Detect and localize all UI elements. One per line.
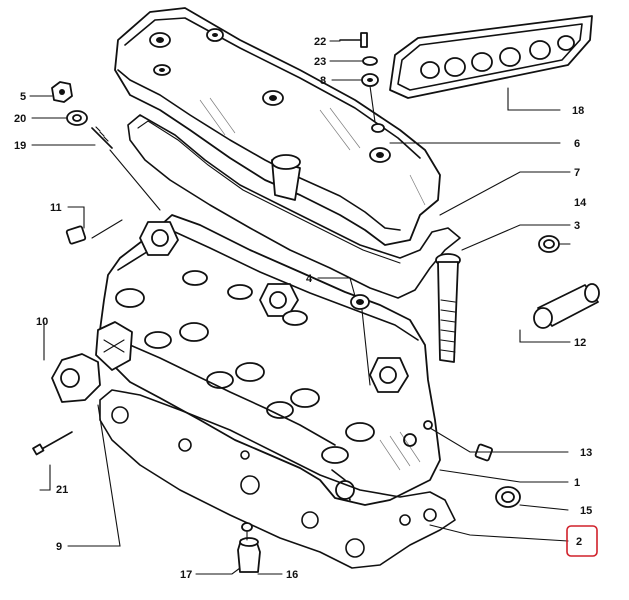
callout-22: 22 <box>314 36 326 48</box>
plug-12 <box>533 283 600 329</box>
callout-13: 13 <box>580 447 592 459</box>
cap-15 <box>495 486 521 508</box>
housing-10 <box>51 353 101 403</box>
callout-23: 23 <box>314 56 326 68</box>
callout-12: 12 <box>574 337 586 349</box>
sleeve-11 <box>65 225 87 245</box>
callout-6: 6 <box>574 138 580 150</box>
callout-7: 7 <box>574 167 580 179</box>
stud-19 <box>91 126 113 149</box>
callout-5: 5 <box>20 91 26 103</box>
seal-4 <box>350 294 370 310</box>
nut-5 <box>51 81 73 103</box>
bolt-21 <box>32 431 73 456</box>
callout-20: 20 <box>14 113 26 125</box>
cylinder-head <box>95 214 441 506</box>
leader-lines <box>29 40 571 575</box>
callout-9: 9 <box>56 541 62 553</box>
callout-1: 1 <box>574 477 580 489</box>
callout-15: 15 <box>580 505 592 517</box>
valve-cover-gasket <box>127 114 461 299</box>
washer-23 <box>362 56 378 66</box>
callout-21: 21 <box>56 484 68 496</box>
callout-labels: 22 23 8 5 20 19 11 10 21 9 17 16 4 18 6 … <box>14 36 592 581</box>
callout-11: 11 <box>50 202 62 214</box>
callout-3: 3 <box>574 220 580 232</box>
callout-17: 17 <box>180 569 192 581</box>
callout-10: 10 <box>36 316 48 328</box>
head-bolt-3 <box>435 253 461 363</box>
fitting-16 <box>237 537 261 573</box>
callout-4: 4 <box>306 273 313 285</box>
plug-17 <box>241 522 253 532</box>
gasket-plate <box>389 15 593 99</box>
highlight-box-2 <box>566 525 598 557</box>
callout-16: 16 <box>286 569 298 581</box>
bolt-22 <box>339 32 368 48</box>
head-gasket <box>99 389 456 569</box>
callout-14: 14 <box>574 197 587 209</box>
callout-18: 18 <box>572 105 584 117</box>
washer-20 <box>66 110 88 126</box>
washer-8 <box>361 73 379 87</box>
cap-14 <box>538 235 560 253</box>
callout-2: 2 <box>576 536 582 548</box>
valve-cover <box>114 7 441 246</box>
callout-8: 8 <box>320 75 326 87</box>
callout-19: 19 <box>14 140 26 152</box>
